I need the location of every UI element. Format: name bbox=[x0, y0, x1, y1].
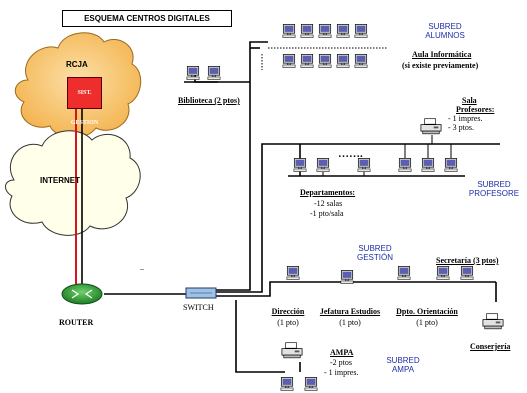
departamentos-computers bbox=[293, 158, 371, 176]
departamentos-label: Departamentos: bbox=[300, 188, 356, 197]
internet-label: INTERNET bbox=[40, 176, 80, 185]
stray-dash: – bbox=[140, 264, 144, 273]
computer-icon bbox=[340, 270, 354, 284]
computer-icon bbox=[336, 24, 350, 38]
departamentos-ellipsis: ……. bbox=[338, 148, 363, 160]
sala-profesores-computers bbox=[398, 118, 458, 172]
computer-icon bbox=[357, 158, 371, 172]
diagram-title: ESQUEMA CENTROS DIGITALES bbox=[62, 10, 232, 27]
computer-icon bbox=[354, 24, 368, 38]
biblioteca-label: Biblioteca (2 ptos) bbox=[178, 96, 240, 105]
computer-icon bbox=[398, 158, 412, 172]
aula-computers bbox=[282, 24, 368, 68]
ampa-label: AMPA bbox=[330, 348, 354, 357]
printer-icon bbox=[420, 118, 442, 135]
computer-icon bbox=[397, 266, 411, 280]
computer-icon bbox=[421, 158, 435, 172]
aula-label: Aula Informática bbox=[412, 50, 472, 59]
secretaria-label: Secretaría (3 ptos) bbox=[436, 256, 499, 265]
computer-icon bbox=[304, 377, 318, 391]
switch-device bbox=[185, 287, 217, 299]
computer-icon bbox=[300, 24, 314, 38]
computer-icon bbox=[207, 66, 221, 80]
jefatura-label: Jefatura Estudios bbox=[319, 307, 381, 316]
sala-profesores-label: Sala Profesores: - 1 impres. - 3 ptos. bbox=[448, 96, 495, 132]
computer-icon bbox=[444, 158, 458, 172]
departamentos-salas: -12 salas bbox=[314, 199, 343, 208]
computer-icon bbox=[280, 377, 294, 391]
biblioteca-computers bbox=[186, 66, 221, 80]
computer-icon bbox=[436, 266, 450, 280]
direccion-sub: (1 pto) bbox=[277, 318, 299, 327]
router-label: ROUTER bbox=[59, 318, 94, 327]
computer-icon bbox=[318, 54, 332, 68]
computer-icon bbox=[336, 54, 350, 68]
rcja-label: RCJA bbox=[66, 60, 88, 69]
switch-label: SWITCH bbox=[183, 303, 214, 312]
ampa-impres: - 1 impres. bbox=[324, 368, 359, 377]
orientacion-label: Dpto. Orientación bbox=[396, 307, 458, 316]
jefatura-sub: (1 pto) bbox=[339, 318, 361, 327]
conserjeria-label: Conserjería bbox=[470, 342, 511, 351]
router-device bbox=[61, 283, 103, 305]
ampa-computers bbox=[280, 342, 318, 391]
computer-icon bbox=[293, 158, 307, 172]
computer-icon bbox=[300, 54, 314, 68]
aula-bus bbox=[261, 47, 388, 70]
orientacion-sub: (1 pto) bbox=[416, 318, 438, 327]
direccion-label: Dirección bbox=[271, 307, 305, 316]
computer-icon bbox=[282, 54, 296, 68]
sistema-gestion-box: SIST. GESTION bbox=[67, 77, 102, 126]
ampa-ptos: -2 ptos bbox=[330, 358, 352, 367]
computer-icon bbox=[286, 266, 300, 280]
departamentos-pto: -1 pto/sala bbox=[310, 209, 344, 218]
computer-icon bbox=[354, 54, 368, 68]
computer-icon bbox=[318, 24, 332, 38]
computer-icon bbox=[460, 266, 474, 280]
computer-icon bbox=[282, 24, 296, 38]
computer-icon bbox=[316, 158, 330, 172]
printer-icon bbox=[281, 342, 303, 359]
computer-icon bbox=[186, 66, 200, 80]
printer-icon bbox=[482, 313, 504, 330]
wan-links bbox=[75, 95, 83, 284]
aula-note: (si existe previamente) bbox=[402, 61, 479, 70]
internet-cloud bbox=[5, 130, 141, 236]
